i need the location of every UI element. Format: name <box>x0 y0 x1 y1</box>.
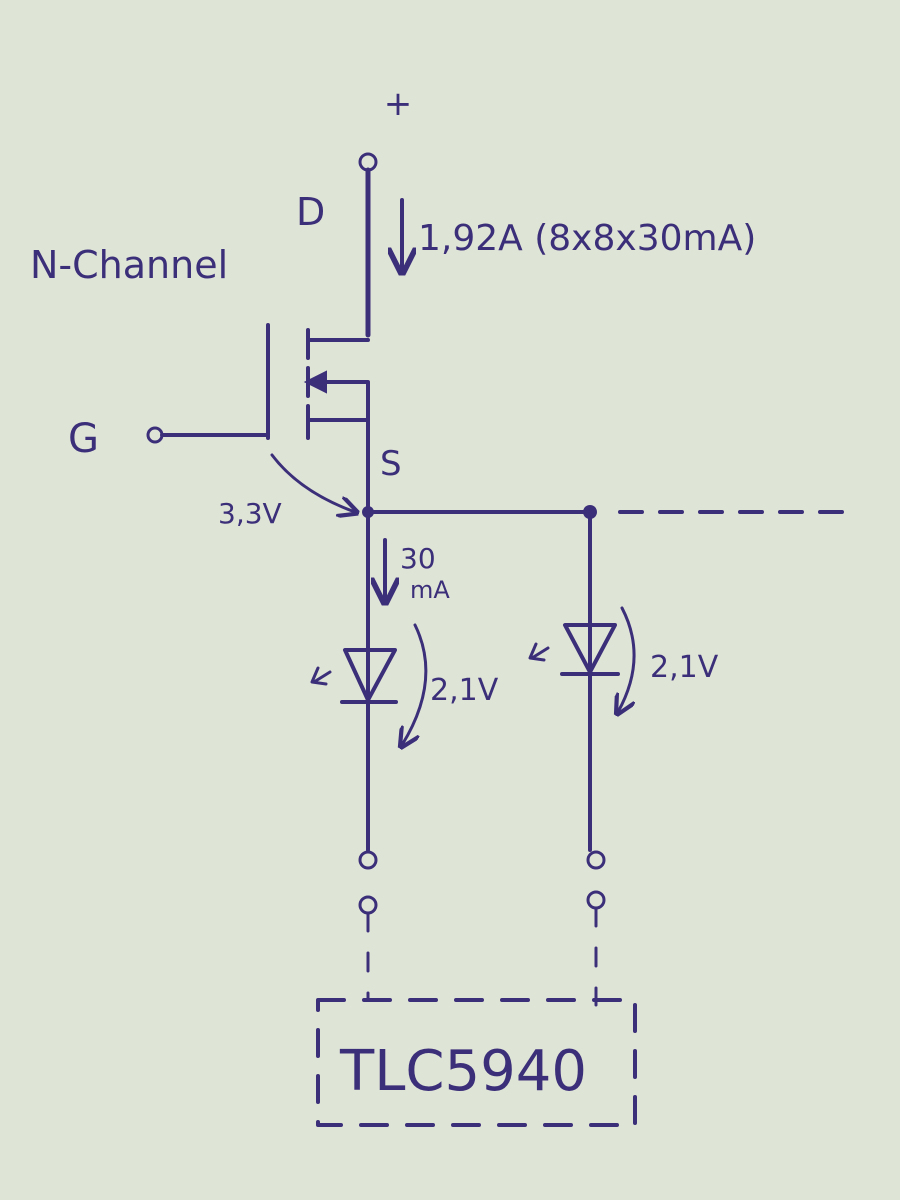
supply-plus-label: + <box>384 84 413 124</box>
led2-connector-top <box>586 850 606 870</box>
led2-connector-bottom <box>586 890 606 910</box>
led2-symbol <box>528 623 620 676</box>
led1-connector-top <box>358 850 378 870</box>
led-current-unit: mA <box>410 576 450 604</box>
led2-voltage-label: 2,1V <box>650 650 719 685</box>
led2-voltage-arrow <box>618 606 636 712</box>
led1-voltage-arrow <box>402 623 428 745</box>
gate-terminal <box>146 426 164 444</box>
chip-label: TLC5940 <box>339 1039 587 1104</box>
source-label: S <box>380 444 402 484</box>
chip-outline <box>316 998 637 1127</box>
led1-connector-bottom <box>358 895 378 915</box>
source-voltage-arrow <box>270 453 355 512</box>
led1-voltage-label: 2,1V <box>430 673 499 708</box>
mosfet-symbol <box>266 323 370 517</box>
gate-label: G <box>68 416 99 462</box>
source-voltage-label: 3,3V <box>218 497 282 530</box>
led-current-value: 30 <box>400 542 436 575</box>
drain-current-label: 1,92A (8x8x30mA) <box>418 218 756 259</box>
channel-type-label: N-Channel <box>30 243 228 287</box>
drain-label: D <box>296 190 325 234</box>
led1-symbol <box>310 648 398 704</box>
